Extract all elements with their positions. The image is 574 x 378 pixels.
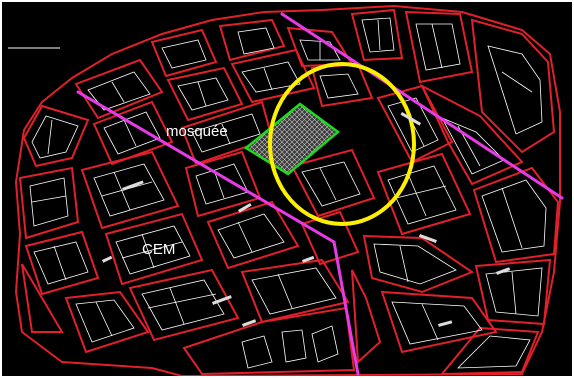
block	[74, 58, 164, 120]
street-mark	[438, 320, 453, 327]
street-mark	[302, 255, 315, 263]
block	[80, 150, 180, 230]
block	[310, 62, 374, 108]
building	[391, 301, 483, 345]
building	[75, 299, 135, 343]
block	[362, 234, 475, 294]
street-mark	[400, 112, 422, 126]
building	[177, 77, 229, 111]
building	[195, 163, 249, 205]
building	[481, 179, 547, 253]
mosque-label: mosquée	[166, 123, 228, 140]
building	[487, 45, 543, 135]
mosque-outline	[243, 102, 341, 176]
block	[470, 18, 556, 154]
block	[182, 306, 356, 376]
block	[64, 290, 150, 354]
block	[22, 104, 90, 168]
block	[350, 8, 404, 62]
main-road-south	[332, 240, 360, 376]
block	[404, 10, 474, 84]
building	[103, 111, 161, 155]
block	[128, 268, 240, 342]
building	[93, 163, 165, 217]
block	[290, 148, 376, 218]
building	[191, 113, 261, 153]
street-mark	[102, 255, 113, 263]
building	[31, 115, 79, 159]
street-mark	[237, 202, 252, 213]
building	[301, 161, 361, 207]
building	[33, 241, 89, 285]
block	[380, 290, 498, 354]
building	[373, 243, 457, 285]
block	[376, 152, 472, 236]
building	[115, 225, 191, 275]
main-roads	[76, 12, 564, 376]
block	[376, 84, 454, 164]
cem-label: CEM	[142, 241, 176, 258]
street-mark	[212, 295, 232, 305]
block	[300, 210, 360, 266]
block	[230, 48, 316, 104]
building	[237, 27, 275, 55]
block	[166, 66, 244, 122]
street-mark	[418, 234, 437, 243]
block	[24, 230, 100, 296]
block	[21, 263, 64, 333]
building	[387, 165, 457, 225]
building	[241, 61, 301, 93]
building	[251, 267, 337, 315]
building	[361, 17, 395, 53]
district-outline	[14, 4, 561, 376]
building	[141, 279, 225, 331]
building	[485, 267, 543, 317]
mosque-parcel	[243, 102, 341, 176]
main-road-north	[280, 12, 564, 200]
street-mark	[241, 319, 257, 327]
block	[419, 83, 524, 186]
block	[218, 18, 286, 62]
block	[439, 326, 540, 376]
block	[351, 269, 382, 365]
block	[206, 200, 300, 270]
highlight-circle	[268, 62, 416, 226]
building	[161, 39, 207, 69]
street-mark	[496, 267, 511, 275]
block	[474, 258, 552, 326]
block	[92, 100, 174, 166]
building	[319, 73, 359, 99]
building	[217, 213, 285, 259]
building	[456, 335, 531, 369]
block	[240, 258, 350, 324]
building	[241, 329, 307, 369]
block	[18, 166, 80, 240]
block	[104, 212, 204, 286]
building	[311, 325, 339, 363]
block	[150, 28, 218, 78]
building	[29, 177, 69, 227]
building	[415, 23, 461, 71]
main-road-west	[76, 90, 336, 244]
building	[299, 39, 341, 61]
street-marks	[102, 112, 511, 327]
street-mark	[122, 180, 144, 191]
